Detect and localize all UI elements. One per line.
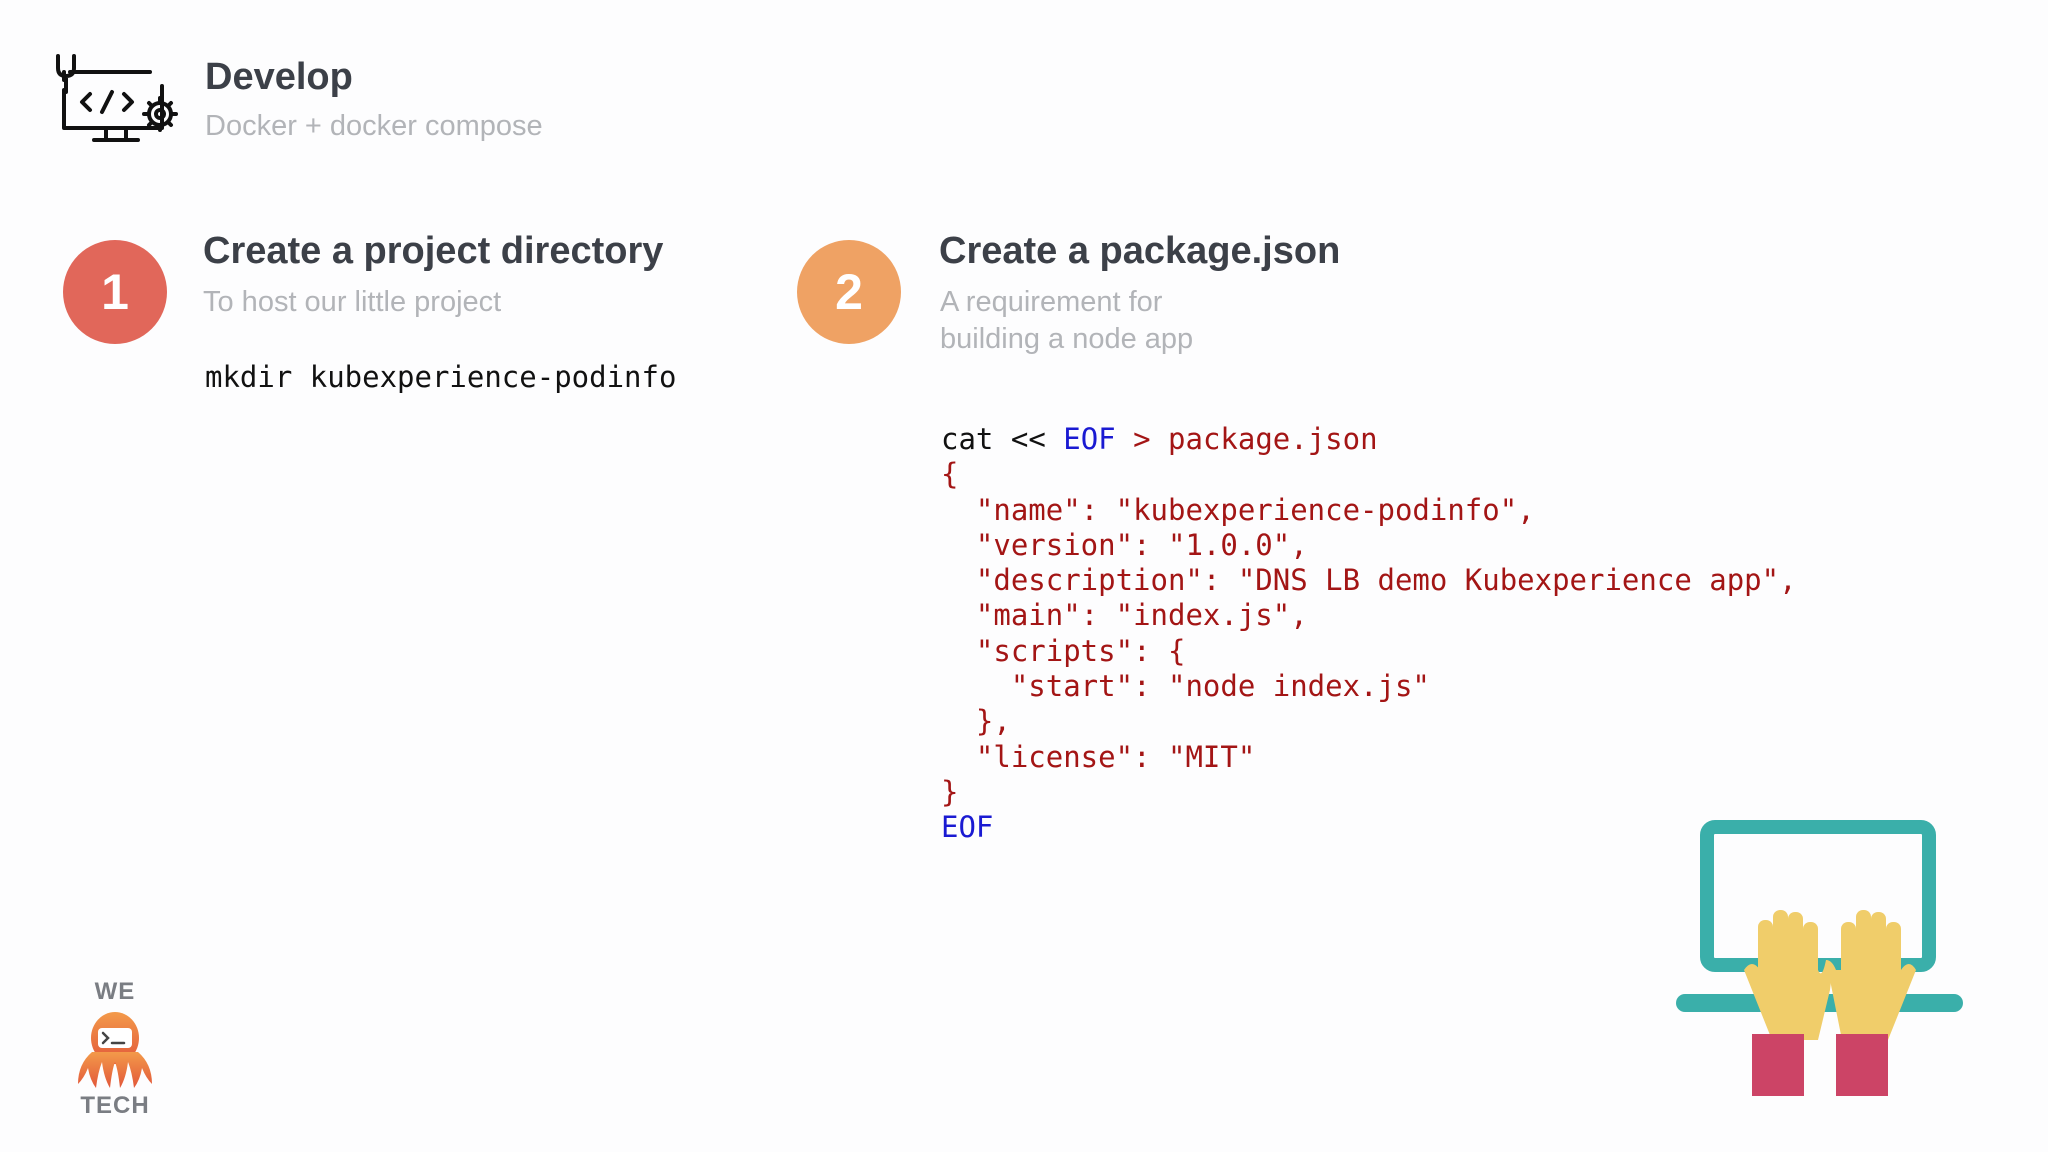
code-start-key: "start" bbox=[1010, 669, 1134, 704]
page-title: Develop bbox=[205, 56, 353, 98]
package-json-code-block: cat << EOF > package.json { "name": "kub… bbox=[941, 422, 1797, 845]
code-license-value: "MIT" bbox=[1167, 739, 1256, 774]
code-description-value: "DNS LB demo Kubexperience app" bbox=[1237, 563, 1780, 598]
code-version-value: "1.0.0" bbox=[1167, 527, 1291, 562]
step-1-badge: 1 bbox=[63, 240, 167, 344]
step-2-description-line-1: A requirement for bbox=[940, 286, 1163, 318]
code-start-value: "node index.js" bbox=[1167, 669, 1430, 704]
step-2-badge: 2 bbox=[797, 240, 901, 344]
step-1-command: mkdir kubexperience-podinfo bbox=[205, 360, 677, 394]
step-1-number: 1 bbox=[101, 264, 129, 320]
step-2-description-line-2: building a node app bbox=[940, 323, 1194, 355]
code-main-key: "main" bbox=[975, 598, 1081, 633]
step-1-description: To host our little project bbox=[203, 286, 502, 318]
code-filename: package.json bbox=[1168, 422, 1378, 456]
step-1-title: Create a project directory bbox=[203, 230, 664, 272]
octopus-terminal-icon bbox=[72, 1008, 158, 1092]
code-license-key: "license" bbox=[975, 739, 1134, 774]
code-scripts-key: "scripts" bbox=[975, 633, 1134, 668]
code-end-marker: EOF bbox=[941, 810, 994, 845]
typing-laptop-illustration bbox=[1676, 820, 1966, 1100]
code-close-brace: } bbox=[941, 774, 959, 809]
code-name-key: "name" bbox=[975, 492, 1081, 527]
code-name-value: "kubexperience-podinfo" bbox=[1115, 492, 1518, 527]
step-2-number: 2 bbox=[835, 264, 863, 320]
code-heredoc-op: << bbox=[1010, 422, 1046, 456]
code-cmd: cat bbox=[941, 422, 994, 456]
code-version-key: "version" bbox=[975, 527, 1134, 562]
logo-top-text: WE bbox=[94, 978, 136, 1005]
step-2-title: Create a package.json bbox=[939, 230, 1341, 272]
code-heredoc-marker: EOF bbox=[1063, 422, 1116, 456]
code-monitor-icon bbox=[50, 50, 180, 150]
code-open-brace: { bbox=[941, 457, 959, 492]
code-description-key: "description" bbox=[975, 563, 1203, 598]
logo-bottom-text: TECH bbox=[80, 1092, 150, 1119]
code-main-value: "index.js" bbox=[1115, 598, 1291, 633]
code-redirect-op: > bbox=[1133, 422, 1151, 456]
page-subtitle: Docker + docker compose bbox=[205, 110, 543, 142]
